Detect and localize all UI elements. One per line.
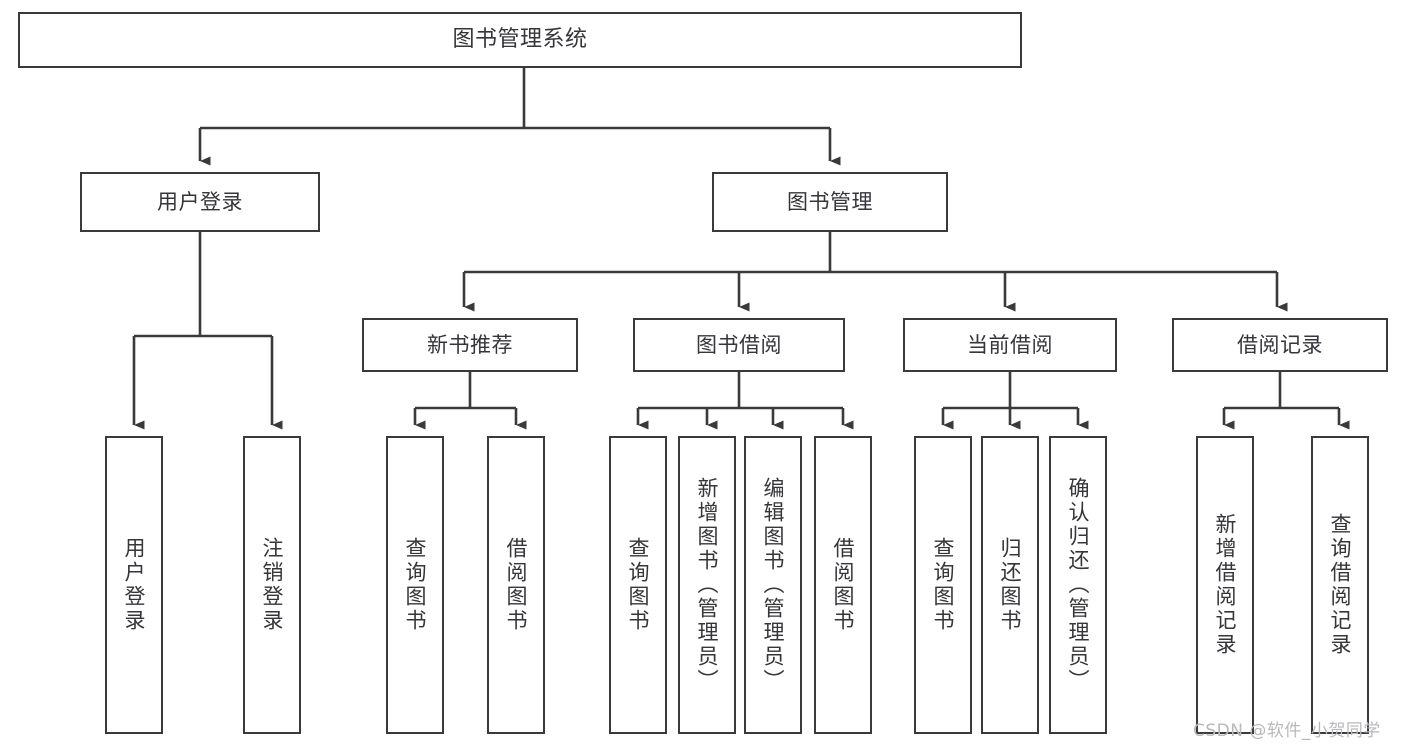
node-label: 当前借阅 <box>967 332 1053 357</box>
node-label: 新书推荐 <box>427 332 513 357</box>
node-label: 图书管理 <box>787 189 873 214</box>
node-label: 借阅图书 <box>504 537 529 633</box>
node-label: 图书借阅 <box>696 332 782 357</box>
node-leaf-7[interactable]: 借阅图书 <box>814 436 872 734</box>
node-level3-0[interactable]: 新书推荐 <box>362 318 578 372</box>
node-label: 查询借阅记录 <box>1328 513 1353 657</box>
node-label: 查询图书 <box>931 537 956 633</box>
node-label: 注销登录 <box>260 537 285 633</box>
node-label: 查询图书 <box>626 537 651 633</box>
node-level3-3[interactable]: 借阅记录 <box>1172 318 1388 372</box>
node-label: 用户登录 <box>157 189 243 214</box>
node-root-图书管理系统[interactable]: 图书管理系统 <box>18 12 1022 68</box>
node-level3-2[interactable]: 当前借阅 <box>903 318 1117 372</box>
node-level3-1[interactable]: 图书借阅 <box>633 318 845 372</box>
node-leaf-4[interactable]: 查询图书 <box>609 436 667 734</box>
node-label: 归还图书 <box>998 537 1023 633</box>
node-label: 图书管理系统 <box>452 27 588 53</box>
node-leaf-8[interactable]: 查询图书 <box>914 436 972 734</box>
node-leaf-11[interactable]: 新增借阅记录 <box>1196 436 1254 734</box>
node-leaf-3[interactable]: 借阅图书 <box>487 436 545 734</box>
node-level2-1[interactable]: 图书管理 <box>712 172 948 232</box>
node-leaf-1[interactable]: 注销登录 <box>243 436 301 734</box>
node-label: 用户登录 <box>122 537 147 633</box>
node-label: 借阅记录 <box>1237 332 1323 357</box>
node-label: 确认归还（管理员） <box>1066 477 1091 693</box>
node-label: 查询图书 <box>403 537 428 633</box>
node-label: 新增图书（管理员） <box>695 477 720 693</box>
node-label: 编辑图书（管理员） <box>761 477 786 693</box>
node-leaf-5[interactable]: 新增图书（管理员） <box>678 436 736 734</box>
node-leaf-10[interactable]: 确认归还（管理员） <box>1049 436 1107 734</box>
node-leaf-0[interactable]: 用户登录 <box>105 436 163 734</box>
node-leaf-2[interactable]: 查询图书 <box>386 436 444 734</box>
node-leaf-9[interactable]: 归还图书 <box>981 436 1039 734</box>
node-leaf-12[interactable]: 查询借阅记录 <box>1311 436 1369 734</box>
node-level2-0[interactable]: 用户登录 <box>80 172 320 232</box>
node-label: 借阅图书 <box>831 537 856 633</box>
node-label: 新增借阅记录 <box>1213 513 1238 657</box>
node-leaf-6[interactable]: 编辑图书（管理员） <box>744 436 802 734</box>
